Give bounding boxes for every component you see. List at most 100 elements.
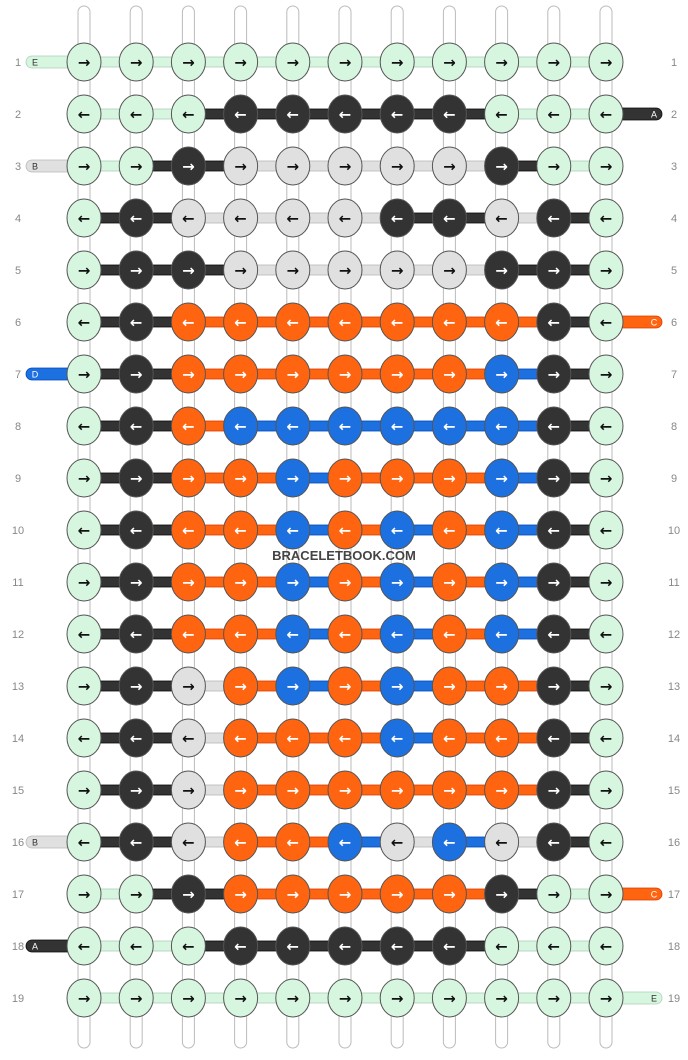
arrow-left-icon: ← — [443, 522, 456, 540]
knot-shape — [66, 770, 102, 810]
knot-shape — [431, 770, 467, 810]
knot: → — [118, 354, 154, 394]
knot: → — [379, 42, 415, 82]
knot-shape — [431, 406, 467, 446]
arrow-left-icon: ← — [234, 314, 247, 332]
knot: ← — [66, 302, 102, 342]
arrow-right-icon: → — [495, 678, 508, 696]
knot-shape — [223, 614, 259, 654]
strand-letter: E — [651, 994, 657, 1004]
knot: ← — [170, 510, 206, 550]
knot: ← — [327, 406, 363, 446]
arrow-left-icon: ← — [548, 626, 561, 644]
arrow-left-icon: ← — [234, 106, 247, 124]
knot-shape — [66, 978, 102, 1018]
knot-shape — [66, 926, 102, 966]
arrow-right-icon: → — [287, 366, 300, 384]
knot-shape — [327, 354, 363, 394]
knot-shape — [431, 978, 467, 1018]
knot-shape — [379, 510, 415, 550]
knot-shape — [275, 406, 311, 446]
knot-shape — [379, 666, 415, 706]
arrow-right-icon: → — [548, 782, 561, 800]
arrow-right-icon: → — [443, 158, 456, 176]
knot-shape — [275, 666, 311, 706]
arrow-right-icon: → — [495, 470, 508, 488]
knot-shape — [118, 146, 154, 186]
arrow-left-icon: ← — [234, 730, 247, 748]
row-number-left: 19 — [12, 993, 24, 1005]
knot-shape — [170, 510, 206, 550]
knot-shape — [588, 718, 624, 758]
arrow-right-icon: → — [548, 886, 561, 904]
arrow-left-icon: ← — [130, 938, 143, 956]
row-number-right: 16 — [668, 837, 680, 849]
knot-shape — [379, 978, 415, 1018]
knot-shape — [588, 354, 624, 394]
knot-shape — [484, 770, 520, 810]
knot: ← — [431, 718, 467, 758]
arrow-left-icon: ← — [391, 418, 404, 436]
knot: → — [223, 770, 259, 810]
arrow-left-icon: ← — [495, 522, 508, 540]
arrow-right-icon: → — [78, 470, 91, 488]
knot-shape — [431, 562, 467, 602]
arrow-right-icon: → — [600, 782, 613, 800]
knot: → — [223, 354, 259, 394]
arrow-right-icon: → — [600, 678, 613, 696]
arrow-left-icon: ← — [443, 418, 456, 436]
knot: ← — [170, 198, 206, 238]
knot: ← — [536, 926, 572, 966]
arrow-left-icon: ← — [495, 314, 508, 332]
arrow-left-icon: ← — [495, 626, 508, 644]
knot: → — [379, 458, 415, 498]
arrow-right-icon: → — [78, 886, 91, 904]
knot-shape — [588, 198, 624, 238]
arrow-left-icon: ← — [391, 210, 404, 228]
arrow-left-icon: ← — [78, 522, 91, 540]
row-number-left: 16 — [12, 837, 24, 849]
knot-shape — [118, 302, 154, 342]
knot: → — [379, 562, 415, 602]
arrow-left-icon: ← — [339, 418, 352, 436]
arrow-right-icon: → — [391, 470, 404, 488]
arrow-left-icon: ← — [339, 314, 352, 332]
knot: → — [484, 770, 520, 810]
arrow-right-icon: → — [130, 54, 143, 72]
knot: → — [536, 874, 572, 914]
row-number-right: 19 — [668, 993, 680, 1005]
arrow-right-icon: → — [495, 886, 508, 904]
knot-shape — [327, 718, 363, 758]
knot: → — [275, 146, 311, 186]
row-number-right: 8 — [671, 421, 677, 433]
arrow-left-icon: ← — [339, 834, 352, 852]
knot-shape — [223, 562, 259, 602]
knot: ← — [379, 822, 415, 862]
knot-shape — [379, 250, 415, 290]
row-number-left: 7 — [15, 369, 21, 381]
arrow-right-icon: → — [339, 886, 352, 904]
knot: → — [327, 146, 363, 186]
knot-shape — [536, 302, 572, 342]
knot: → — [484, 666, 520, 706]
arrow-left-icon: ← — [339, 522, 352, 540]
knot-shape — [118, 978, 154, 1018]
arrow-left-icon: ← — [182, 314, 195, 332]
arrow-left-icon: ← — [443, 938, 456, 956]
row-number-left: 12 — [12, 629, 24, 641]
knot-shape — [118, 354, 154, 394]
knot-shape — [170, 94, 206, 134]
knot: ← — [66, 614, 102, 654]
arrow-left-icon: ← — [495, 938, 508, 956]
knot: → — [275, 250, 311, 290]
arrow-right-icon: → — [339, 262, 352, 280]
knot-shape — [170, 42, 206, 82]
knot-shape — [484, 302, 520, 342]
knot-shape — [536, 146, 572, 186]
knot-shape — [484, 874, 520, 914]
knot: ← — [223, 614, 259, 654]
knot-shape — [275, 510, 311, 550]
knot: ← — [379, 198, 415, 238]
knot-shape — [484, 42, 520, 82]
row-number-right: 11 — [668, 577, 679, 589]
